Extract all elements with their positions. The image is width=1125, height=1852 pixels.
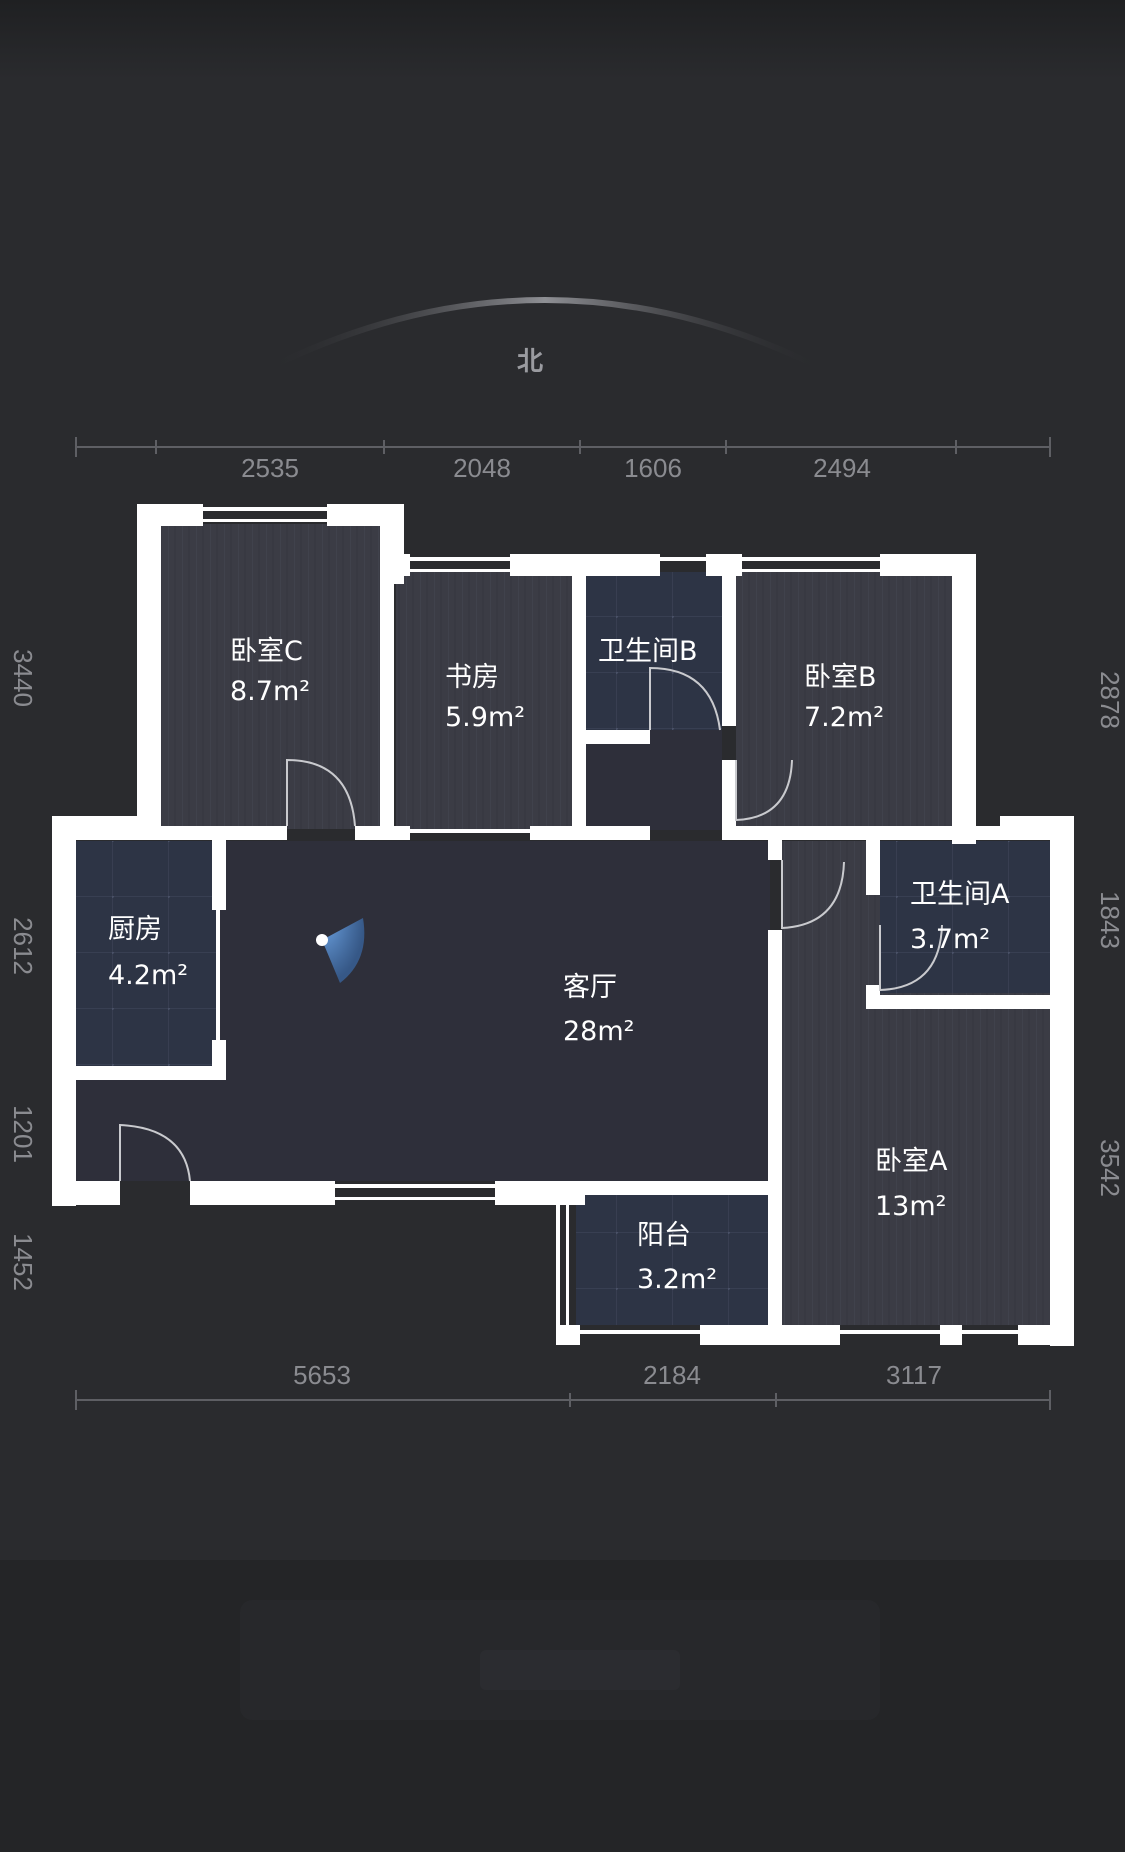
room-area-bathroom-a: 3.7m² [910, 924, 990, 955]
floor-study [396, 572, 572, 829]
floor-bedroom-c [160, 524, 382, 829]
room-area-kitchen: 4.2m² [108, 960, 188, 991]
dimension-lines [75, 437, 1051, 1410]
dim-top-3: 1606 [624, 453, 682, 483]
doors [119, 666, 943, 1182]
view-cone [322, 918, 365, 983]
room-labels: 卧室C 8.7m² 书房 5.9m² 卫生间B 卧室B 7.2m² 厨房 4.2… [108, 636, 1010, 1295]
room-name-bedroom-a: 卧室A [875, 1146, 948, 1177]
north-compass: 北 [263, 297, 827, 377]
room-area-bedroom-a: 13m² [875, 1191, 946, 1222]
room-area-bedroom-c: 8.7m² [230, 676, 310, 707]
room-name-bathroom-a: 卫生间A [910, 879, 1010, 910]
room-area-living-room: 28m² [563, 1016, 634, 1047]
floor-bathroom-a-top [880, 841, 1050, 993]
room-area-bedroom-b: 7.2m² [804, 702, 884, 733]
dim-left-1: 3440 [8, 649, 38, 707]
walls [52, 504, 1074, 1346]
room-name-bathroom-b: 卫生间B [598, 636, 698, 667]
floor-kitchen-top [76, 841, 216, 1069]
compass-arc [263, 297, 827, 373]
dim-left-2: 2612 [8, 917, 38, 975]
room-name-living-room: 客厅 [563, 972, 617, 1003]
dim-right-3: 3542 [1095, 1139, 1125, 1197]
floor-corridor [586, 730, 722, 830]
dim-top-1: 2535 [241, 453, 299, 483]
dim-top-2: 2048 [453, 453, 511, 483]
room-name-study: 书房 [445, 662, 499, 693]
room-name-bedroom-c: 卧室C [230, 636, 303, 667]
dim-right-1: 2878 [1095, 671, 1125, 729]
dim-bottom-1: 5653 [293, 1360, 351, 1390]
room-name-balcony: 阳台 [637, 1220, 691, 1251]
viewpoint-dot [316, 934, 328, 946]
dim-left-3: 1201 [8, 1105, 38, 1163]
dim-bottom-3: 3117 [886, 1360, 942, 1390]
dim-right-2: 1843 [1095, 891, 1125, 949]
floor-balcony [576, 1195, 770, 1325]
room-name-kitchen: 厨房 [108, 914, 162, 945]
dim-left-4: 1452 [8, 1233, 38, 1291]
floor-bedroom-b [736, 572, 952, 829]
room-name-bedroom-b: 卧室B [804, 662, 877, 693]
viewpoint-marker [316, 918, 365, 983]
dim-bottom-2: 2184 [643, 1360, 701, 1390]
north-label: 北 [517, 347, 543, 377]
floor-bathroom-b [586, 572, 722, 730]
room-area-balcony: 3.2m² [637, 1264, 717, 1295]
dim-top-4: 2494 [813, 453, 871, 483]
room-area-study: 5.9m² [445, 702, 525, 733]
